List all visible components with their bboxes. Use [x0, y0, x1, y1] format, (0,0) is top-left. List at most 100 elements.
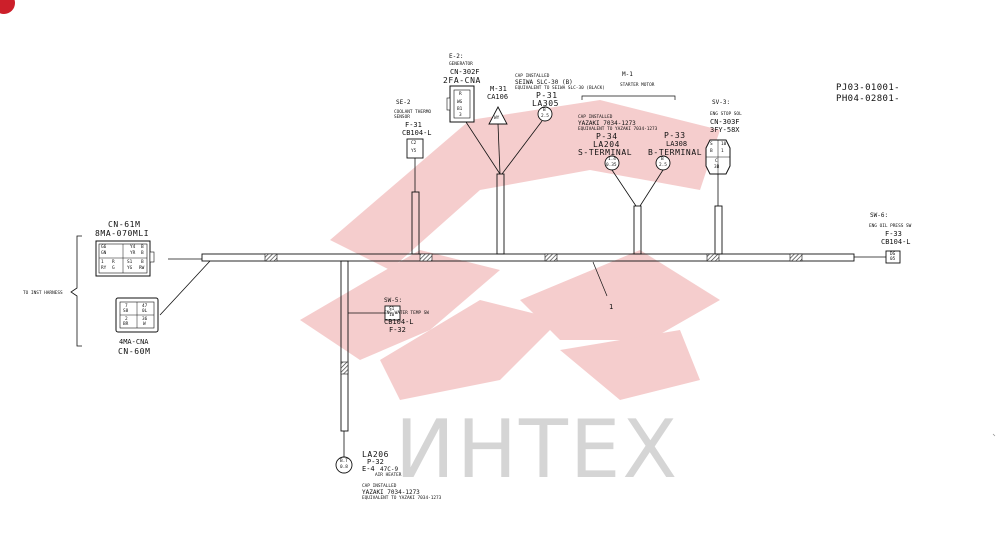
trunk-clamp: [789, 253, 803, 262]
p34-la: LA204: [593, 140, 621, 149]
p34-terminal: [604, 155, 620, 171]
sw5-id: SW-5:: [384, 297, 403, 304]
la206-e-part: 47C-9: [380, 466, 399, 473]
watermark-text: ИНТЕХ: [395, 403, 680, 496]
pin: 3B: [714, 165, 720, 170]
m31-cb: CA106: [487, 93, 509, 101]
pin: B.T: [340, 459, 348, 464]
pin: 0L: [142, 309, 148, 314]
la206-e: E-4: [362, 465, 375, 473]
pin: 36: [142, 317, 148, 322]
pin: R: [112, 260, 115, 265]
pin: S8: [123, 309, 129, 314]
pin: 1: [101, 260, 104, 265]
pin: C2: [411, 141, 417, 146]
pin: S: [710, 142, 713, 147]
p34-term: S-TERMINAL: [578, 148, 633, 157]
pin: 2.5: [541, 114, 549, 119]
pin: G: [112, 266, 115, 271]
pin: RY: [101, 266, 107, 271]
m31-id: M-31: [490, 85, 507, 93]
cap-seiwa-1: CAP INSTALLED: [515, 74, 550, 79]
main-trunk: [201, 253, 855, 262]
pin: WY: [494, 116, 500, 121]
m1-id: M-1: [622, 71, 633, 78]
branch-starter: [633, 205, 642, 255]
trunk-clamp: [544, 253, 558, 262]
air-heater-terminal: [335, 456, 353, 474]
pin: S1: [389, 307, 395, 312]
la206-la: LA206: [362, 450, 390, 459]
cn61m-id: CN-61M: [108, 220, 141, 229]
pin: YG: [127, 266, 133, 271]
pin: W: [143, 322, 146, 327]
pin: RW: [139, 266, 145, 271]
pin: 05: [890, 257, 896, 262]
pin: B1: [457, 107, 463, 112]
pin: 0.35: [606, 163, 617, 168]
p34-id: P-34: [596, 132, 618, 141]
se2-connector: [406, 138, 424, 159]
p33-id: P-33: [664, 131, 686, 140]
pin: Y4: [130, 245, 136, 250]
pin: 2: [125, 317, 128, 322]
p31-terminal: [537, 106, 553, 122]
p31-id: P-31: [536, 91, 558, 100]
m1-name: STARTER MOTOR: [620, 83, 655, 88]
sw5-connector: [384, 305, 401, 321]
la206-heater: AIR HEATER: [375, 473, 402, 478]
pin: 10: [389, 313, 395, 318]
p31-la: LA305: [532, 99, 560, 108]
pin: 3: [459, 113, 462, 118]
pin: GN: [101, 251, 107, 256]
pin: 47: [142, 304, 148, 309]
cap-seiwa-3: EQUIVALENT TO SEIWA SLC-30 (BLACK): [515, 86, 605, 91]
pin: 1.4: [608, 157, 616, 162]
pin: DG: [890, 252, 896, 257]
branch-generator: [496, 173, 505, 255]
p33-terminal: [655, 155, 671, 171]
sv3-name: ENG STOP SOL: [710, 112, 742, 117]
pin: C: [715, 159, 718, 164]
pin: YR: [130, 251, 136, 256]
watermark-logo: [300, 100, 720, 400]
pin: 1: [721, 149, 724, 154]
sw6-f: F-33: [885, 230, 902, 238]
starter-bracket: [581, 95, 676, 100]
sv3-id: SV-3:: [712, 99, 731, 106]
pin: 7: [125, 304, 128, 309]
pin: B: [141, 251, 144, 256]
pin: B: [710, 149, 713, 154]
m31-terminal: [488, 106, 508, 125]
cap-seiwa-2: SEIWA SLC-30 (B): [515, 79, 573, 86]
cn60m-part: 4MA-CNA: [119, 338, 149, 346]
trunk-clamp: [264, 253, 278, 262]
se2-cb: CB104-L: [402, 129, 432, 137]
generator-part: 2FA-CNA: [443, 76, 481, 85]
cap-yazaki-2: YAZAKI 7034-1273: [578, 120, 636, 127]
sw5-cb: CB104-L: [384, 318, 414, 326]
pin: 0.8: [340, 465, 348, 470]
sw6-id: SW-6:: [870, 212, 889, 219]
pin: B: [661, 157, 664, 162]
doc-id-1: PJ03-01001-: [836, 83, 901, 93]
se2-desc1: COOLANT THERMO: [394, 110, 432, 115]
harness-number: 1: [609, 303, 614, 311]
cn61m-part: 8MA-070MLI: [95, 229, 150, 238]
se2-desc2: SENSOR: [394, 115, 410, 120]
pin: Y5: [411, 149, 417, 154]
pin: 10: [721, 142, 727, 147]
harness-bracket: [70, 235, 82, 347]
pin: 2.5: [659, 163, 667, 168]
generator-conn: CN-302F: [450, 68, 480, 76]
cn60m-id: CN-60M: [118, 347, 151, 356]
doc-id-2: PH04-02801-: [836, 94, 901, 104]
pin: B: [141, 245, 144, 250]
p33-term: B-TERMINAL: [648, 148, 703, 157]
se2-f: F-31: [405, 121, 422, 129]
corner-mark: [0, 0, 15, 14]
la206-p: P-32: [367, 458, 384, 466]
se2-id: SE-2: [396, 99, 411, 106]
generator-name: GENERATOR: [449, 62, 473, 67]
